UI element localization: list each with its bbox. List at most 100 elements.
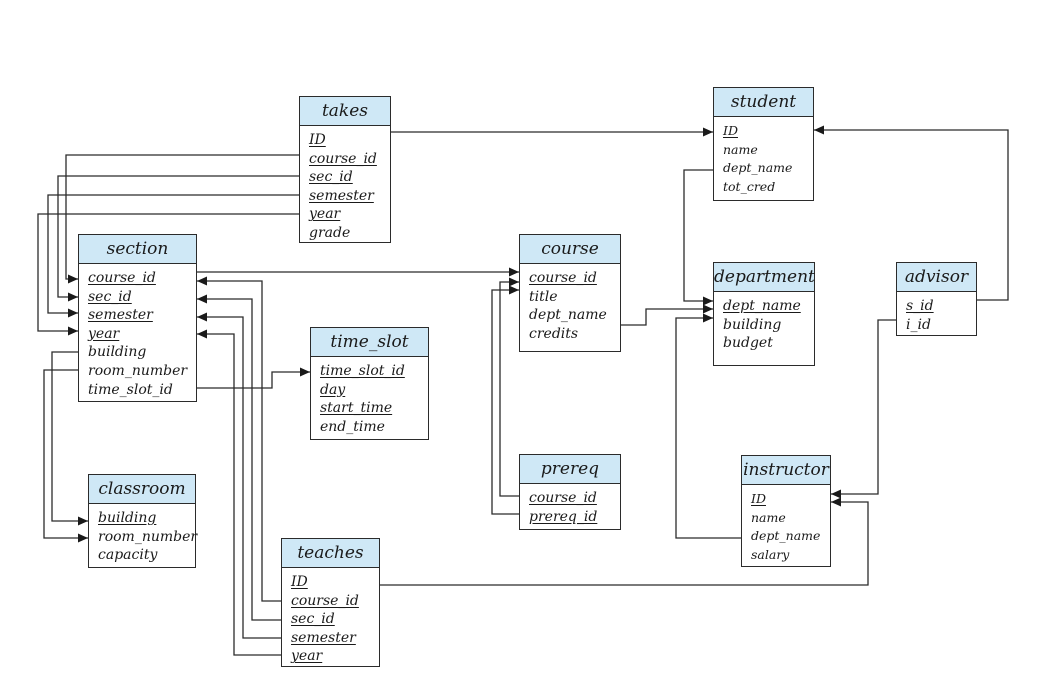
attribute-student-dept-name: dept_name bbox=[723, 160, 793, 176]
attribute-advisor-i-id: i_id bbox=[906, 316, 931, 333]
table-title: takes bbox=[300, 97, 390, 126]
attribute-student-name: name bbox=[723, 141, 758, 157]
attribute-teaches-semester: semester bbox=[291, 629, 356, 646]
link-advisor-student bbox=[814, 129, 1009, 301]
attribute-classroom-capacity: capacity bbox=[98, 547, 158, 564]
attribute-course-credits: credits bbox=[529, 325, 579, 342]
attribute-section-room-number: room_number bbox=[88, 362, 188, 379]
attribute-course-title: title bbox=[529, 288, 558, 305]
attribute-department-budget: budget bbox=[723, 335, 773, 352]
table-title: time_slot bbox=[311, 328, 428, 357]
arrowhead-section-from-teaches-year bbox=[197, 329, 207, 339]
attribute-instructor-name: name bbox=[751, 509, 786, 525]
arrowhead-department-from-instructor bbox=[703, 313, 713, 323]
attribute-prereq-prereq-id: prereq_id bbox=[529, 508, 598, 525]
attribute-teaches-course-id: course_id bbox=[291, 592, 359, 609]
attribute-time_slot-time-slot-id: time_slot_id bbox=[320, 363, 405, 379]
arrowhead-classroom-building bbox=[78, 516, 88, 526]
table-classroom: classroom building room_number capacity bbox=[88, 474, 198, 568]
attribute-takes-year: year bbox=[309, 206, 341, 223]
arrowhead-course-from-prereq-id bbox=[509, 285, 519, 295]
attribute-teaches-sec-id: sec_id bbox=[291, 611, 335, 628]
link-student-department bbox=[683, 169, 713, 302]
attribute-list: building room_number capacity bbox=[89, 504, 198, 565]
attribute-takes-grade: grade bbox=[309, 224, 351, 241]
arrowhead-section-sec-id bbox=[68, 292, 78, 302]
link-instructor-department bbox=[675, 317, 741, 539]
link-takes-year-section bbox=[37, 213, 299, 332]
attribute-time_slot-day: day bbox=[320, 381, 346, 398]
arrowhead-instructor-from-advisor bbox=[831, 489, 841, 499]
attribute-course-dept-name: dept_name bbox=[529, 307, 607, 324]
table-student: student ID name dept_name tot_cred bbox=[713, 87, 814, 201]
arrowhead-instructor-from-teaches bbox=[831, 497, 841, 507]
link-prereq-prereq-id bbox=[491, 289, 519, 515]
arrowhead-student-id bbox=[703, 127, 713, 137]
attribute-department-building: building bbox=[723, 316, 782, 333]
attribute-list: dept_name building budget bbox=[714, 292, 814, 353]
attribute-instructor-ID: ID bbox=[751, 491, 766, 506]
arrowhead-section-semester bbox=[68, 308, 78, 318]
arrowhead-section-from-teaches-semester bbox=[197, 312, 207, 322]
attribute-list: course_id prereq_id bbox=[520, 484, 620, 526]
arrowhead-course-from-prereq bbox=[509, 277, 519, 287]
attribute-time_slot-start-time: start_time bbox=[320, 400, 393, 417]
attribute-advisor-s-id: s_id bbox=[906, 298, 934, 314]
attribute-takes-sec-id: sec_id bbox=[309, 169, 353, 186]
table-title: student bbox=[714, 88, 813, 117]
attribute-student-ID: ID bbox=[723, 123, 738, 138]
link-takes-semester-section bbox=[47, 194, 299, 314]
arrowhead-department-dept-name bbox=[703, 304, 713, 314]
attribute-takes-ID: ID bbox=[309, 132, 326, 148]
attribute-time_slot-end-time: end_time bbox=[320, 418, 385, 435]
attribute-list: s_id i_id bbox=[897, 292, 976, 334]
attribute-classroom-room-number: room_number bbox=[98, 528, 198, 545]
attribute-section-time-slot-id: time_slot_id bbox=[88, 381, 173, 398]
attribute-takes-course-id: course_id bbox=[309, 150, 377, 167]
link-teaches-course-id-section bbox=[197, 280, 281, 602]
link-section-time-slot bbox=[197, 371, 310, 389]
attribute-prereq-course-id: course_id bbox=[529, 490, 597, 506]
attribute-list: ID name dept_name tot_cred bbox=[714, 117, 813, 196]
attribute-teaches-ID: ID bbox=[291, 574, 308, 590]
table-title: instructor bbox=[742, 456, 830, 485]
attribute-classroom-building: building bbox=[98, 510, 157, 526]
attribute-section-year: year bbox=[88, 325, 120, 342]
arrowhead-department-from-student bbox=[703, 296, 713, 306]
arrowhead-section-from-teaches-sec-id bbox=[197, 294, 207, 304]
arrowhead-student-from-advisor bbox=[814, 125, 824, 135]
arrowhead-section-from-teaches-course-id bbox=[197, 276, 207, 286]
arrowhead-classroom-room-number bbox=[78, 533, 88, 543]
table-title: department bbox=[714, 263, 815, 292]
attribute-course-course-id: course_id bbox=[529, 270, 597, 286]
link-teaches-instructor bbox=[380, 501, 869, 586]
attribute-department-dept-name: dept_name bbox=[723, 298, 801, 314]
link-prereq-course-id bbox=[499, 281, 519, 497]
link-teaches-semester-section bbox=[197, 316, 281, 639]
table-title: classroom bbox=[89, 475, 195, 504]
attribute-section-sec-id: sec_id bbox=[88, 288, 132, 305]
table-title: prereq bbox=[520, 455, 620, 484]
link-course-department bbox=[621, 308, 713, 326]
attribute-teaches-year: year bbox=[291, 648, 323, 665]
arrowhead-course-course-id bbox=[509, 267, 519, 277]
attribute-student-tot-cred: tot_cred bbox=[723, 178, 776, 194]
arrowhead-section-year bbox=[68, 326, 78, 336]
link-advisor-instructor bbox=[831, 319, 896, 495]
attribute-section-building: building bbox=[88, 344, 147, 361]
link-section-room-classroom bbox=[43, 369, 88, 539]
arrowhead-time-slot-id bbox=[300, 367, 310, 377]
arrowhead-section-course-id bbox=[68, 274, 78, 284]
